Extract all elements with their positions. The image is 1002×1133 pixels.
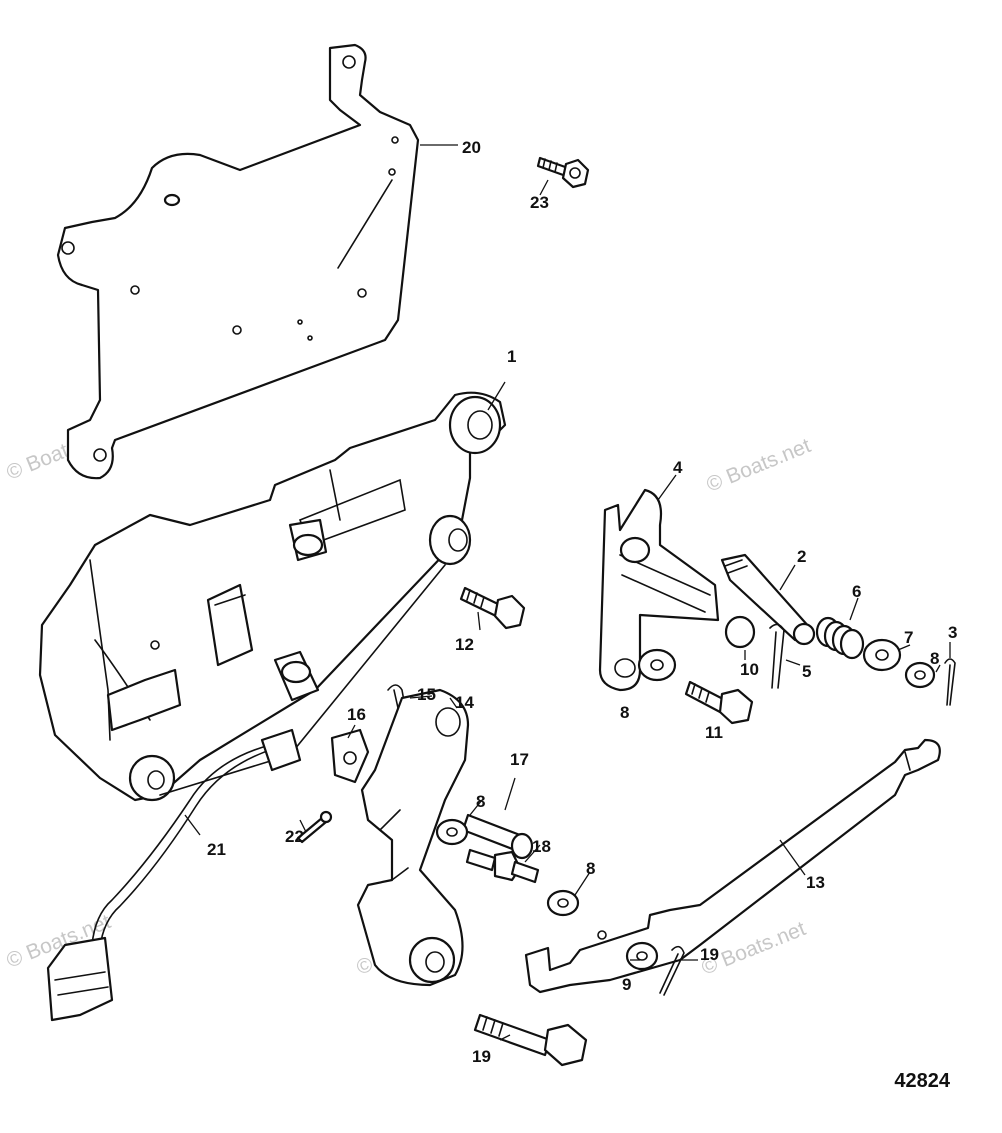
diagram-id-number: 42824 [894, 1070, 950, 1092]
callout-8-bottom: 9 [622, 975, 631, 994]
part-19-bolt [473, 1013, 588, 1067]
callout-15: 16 [347, 705, 366, 724]
callout-3: 3 [948, 623, 957, 642]
part-15-clip [330, 728, 370, 784]
callout-8-low: 8 [586, 859, 595, 878]
part-5-cotter-pin [769, 623, 785, 689]
callout-11: 12 [455, 635, 474, 654]
callout-10: 11 [705, 723, 723, 742]
callout-16: 17 [510, 750, 529, 769]
part-8-washer-mid [435, 818, 469, 846]
part-7-washer-right [862, 638, 902, 672]
part-16-pin [461, 813, 534, 860]
callout-20: 20 [462, 138, 481, 157]
callout-17: 18 [532, 837, 551, 856]
part-23-bolt [536, 156, 590, 189]
part-8-washer-right [904, 661, 936, 689]
part-3-cotter-pin [944, 658, 956, 706]
part-6-spring [815, 616, 865, 660]
part-13-lever [356, 688, 470, 987]
callout-22: 22 [285, 827, 304, 846]
callout-8-right: 8 [930, 649, 939, 668]
part-1-lever-assembly [38, 391, 507, 802]
leader-lines [184, 144, 951, 1041]
callout-7-right: 7 [904, 628, 913, 647]
callout-1: 1 [507, 347, 516, 366]
part-12-shift-rod [524, 738, 941, 994]
callout-9: 10 [740, 660, 759, 679]
part-21-harness [46, 728, 302, 1022]
part-7-washer-left [637, 648, 677, 682]
callout-19: 19 [472, 1047, 491, 1066]
part-11-bolt [459, 586, 526, 630]
watermark-right: © Boats.net [703, 434, 814, 497]
part-9-bushing [724, 615, 756, 649]
part-20-bracket [56, 43, 420, 480]
callout-14: 15 [417, 685, 436, 704]
part-8-washer-bottom [625, 941, 659, 971]
part-4-shift-arm [598, 488, 720, 692]
part-8-washer-low [546, 889, 580, 917]
callout-labels: 20 23 1 4 2 6 7 8 3 5 10 8 11 12 15 14 1… [207, 138, 957, 1066]
callout-8-mid: 8 [476, 792, 485, 811]
callout-21: 21 [207, 840, 226, 859]
callout-6: 6 [852, 582, 861, 601]
callout-18: 19 [700, 945, 719, 964]
part-2-pin [720, 553, 816, 646]
part-22-screw [296, 810, 333, 844]
part-18-cotter-pin [659, 945, 685, 996]
callout-5: 5 [802, 662, 811, 681]
callout-13: 14 [455, 693, 474, 712]
callout-2: 2 [797, 547, 806, 566]
callout-12: 13 [806, 873, 825, 892]
part-17-stud [465, 848, 540, 884]
callout-7-left: 8 [620, 703, 629, 722]
callout-23: 23 [530, 193, 549, 212]
callout-4: 4 [673, 458, 683, 477]
part-10-bolt [684, 680, 754, 725]
